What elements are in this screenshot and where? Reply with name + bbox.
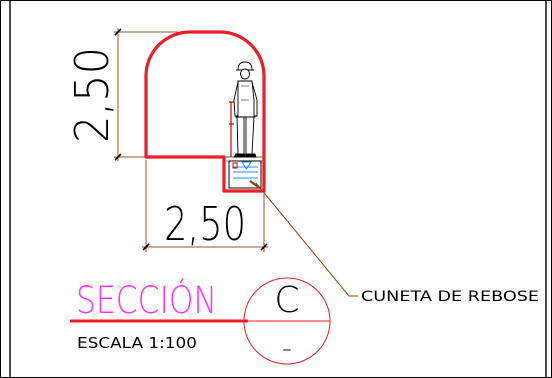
tunnel-outline	[144, 30, 266, 193]
callout-leader-line	[255, 182, 358, 297]
width-tick-left	[142, 243, 150, 251]
worker-right-arm	[251, 81, 258, 117]
callout-label: CUNETA DE REBOSE	[361, 289, 539, 305]
height-tick-top	[114, 28, 122, 36]
callout-arrowhead	[249, 180, 261, 189]
worker-left-leg	[236, 116, 245, 155]
section-title: SECCIÓN	[76, 278, 217, 322]
height-tick-bottom	[114, 153, 122, 161]
worker-figure	[233, 61, 258, 158]
height-dimension-text: 2,50	[65, 47, 119, 143]
sheet-reference: _	[283, 335, 292, 351]
hard-hat	[237, 61, 253, 71]
gutter-box	[228, 160, 262, 189]
worker-left-arm	[233, 81, 239, 117]
gutter-grate-marker	[232, 162, 238, 169]
overflow-gutter	[228, 160, 262, 189]
height-dimension	[114, 28, 178, 161]
worker-left-boot	[233, 153, 246, 158]
water-level-symbol	[241, 161, 252, 170]
railing	[229, 101, 234, 157]
section-letter: C	[274, 280, 299, 321]
scale-label: ESCALA 1:100	[77, 334, 197, 352]
width-dimension-text: 2,50	[164, 197, 246, 251]
worker-right-boot	[245, 153, 257, 158]
worker-head	[240, 68, 250, 80]
width-tick-right	[260, 243, 268, 251]
width-dimension	[142, 160, 268, 252]
